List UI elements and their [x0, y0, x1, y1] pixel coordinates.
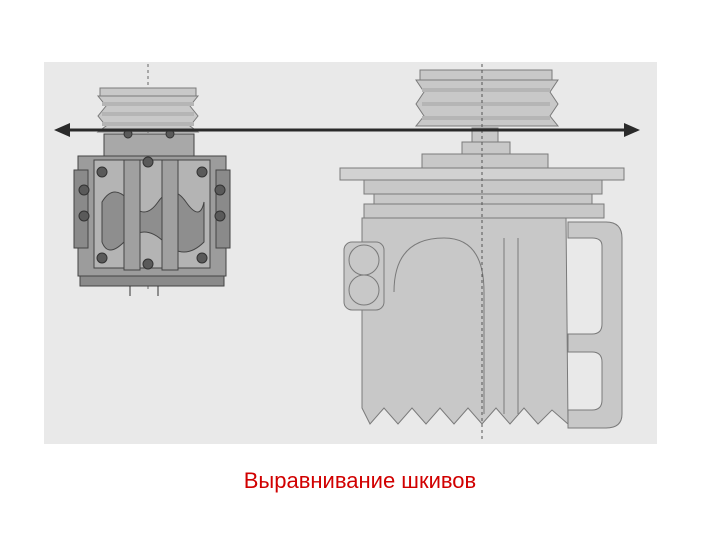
compressor-pump: [73, 129, 231, 296]
alignment-diagram: [44, 62, 657, 444]
slide-caption: Выравнивание шкивов: [243, 468, 477, 493]
alignment-arrow: [54, 123, 640, 137]
motor-assembly: [339, 141, 625, 429]
left-pulley: [96, 87, 200, 133]
alignment-illustration: [54, 64, 640, 442]
